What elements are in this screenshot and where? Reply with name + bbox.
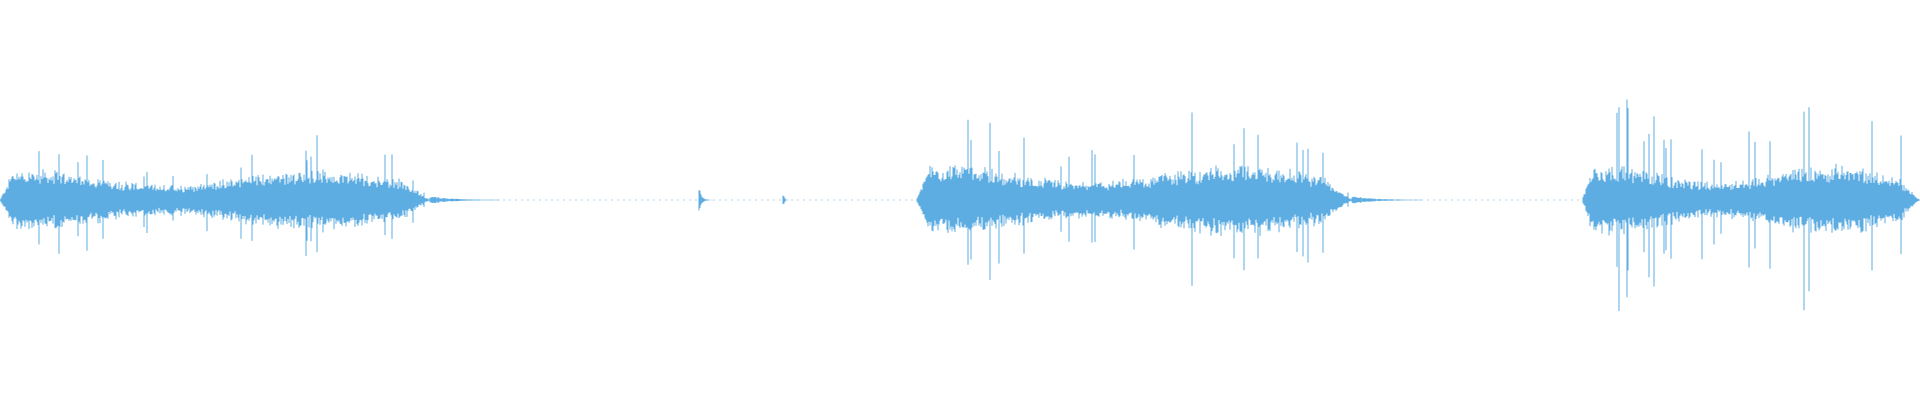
waveform-trace	[0, 99, 1920, 311]
